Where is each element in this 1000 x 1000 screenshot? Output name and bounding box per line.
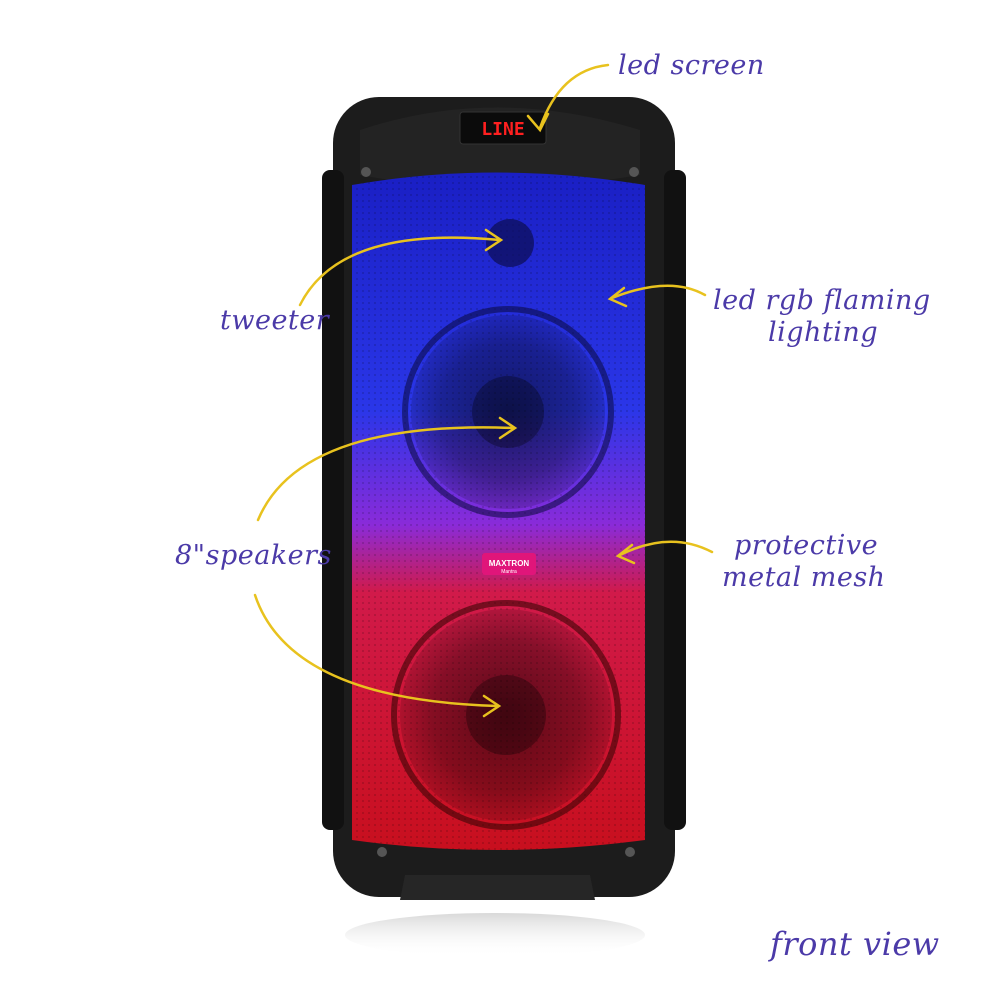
label-mesh-line2: metal mesh xyxy=(722,562,886,593)
label-led-rgb-line1: led rgb flaming xyxy=(713,285,931,316)
label-led-rgb: led rgb flaming lighting xyxy=(713,285,931,349)
screw-bottom-right xyxy=(625,847,635,857)
label-mesh-line1: protective xyxy=(734,530,879,561)
arrow-tweeter xyxy=(298,236,502,307)
screw-top-left xyxy=(361,167,371,177)
lower-woofer-ring xyxy=(391,600,621,830)
arrowhead-led-screen xyxy=(526,112,550,133)
lower-woofer xyxy=(400,609,612,821)
lcd-readout: LINE xyxy=(481,119,524,140)
arrow-led-screen xyxy=(538,63,610,130)
arrowhead-led-rgb xyxy=(607,286,628,308)
label-tweeter: tweeter xyxy=(220,305,330,336)
left-side-rail xyxy=(322,170,344,830)
bottom-stand xyxy=(400,875,595,900)
top-handle xyxy=(360,107,640,188)
lcd-screen xyxy=(459,111,547,145)
annotation-arrows xyxy=(253,63,714,718)
arrow-speaker-lower xyxy=(253,593,500,708)
label-led-rgb-line2: lighting xyxy=(768,317,879,348)
right-side-rail xyxy=(664,170,686,830)
label-led-screen: led screen xyxy=(618,50,765,81)
floor-shadow xyxy=(345,913,645,957)
brand-logo: MAXTRON xyxy=(489,559,530,568)
tweeter xyxy=(486,219,534,267)
label-front-view: front view xyxy=(770,925,940,963)
upper-woofer xyxy=(411,315,605,509)
screw-top-right xyxy=(629,167,639,177)
label-mesh: protective metal mesh xyxy=(722,530,886,594)
arrowhead-speaker-lower xyxy=(482,694,502,718)
arrowhead-mesh xyxy=(615,543,636,565)
arrow-led-rgb xyxy=(610,284,707,300)
arrowhead-speaker-upper xyxy=(498,416,518,440)
brand-badge xyxy=(482,553,536,575)
screw-bottom-left xyxy=(377,847,387,857)
upper-woofer-ring xyxy=(402,306,614,518)
arrow-speaker-upper xyxy=(256,426,516,522)
upper-woofer-cap xyxy=(472,376,544,448)
brand-sub: Mantra xyxy=(501,569,517,575)
arrowhead-tweeter xyxy=(484,228,504,252)
lower-woofer-cap xyxy=(466,675,546,755)
arrow-mesh xyxy=(618,540,714,557)
label-speakers: 8"speakers xyxy=(175,540,332,571)
